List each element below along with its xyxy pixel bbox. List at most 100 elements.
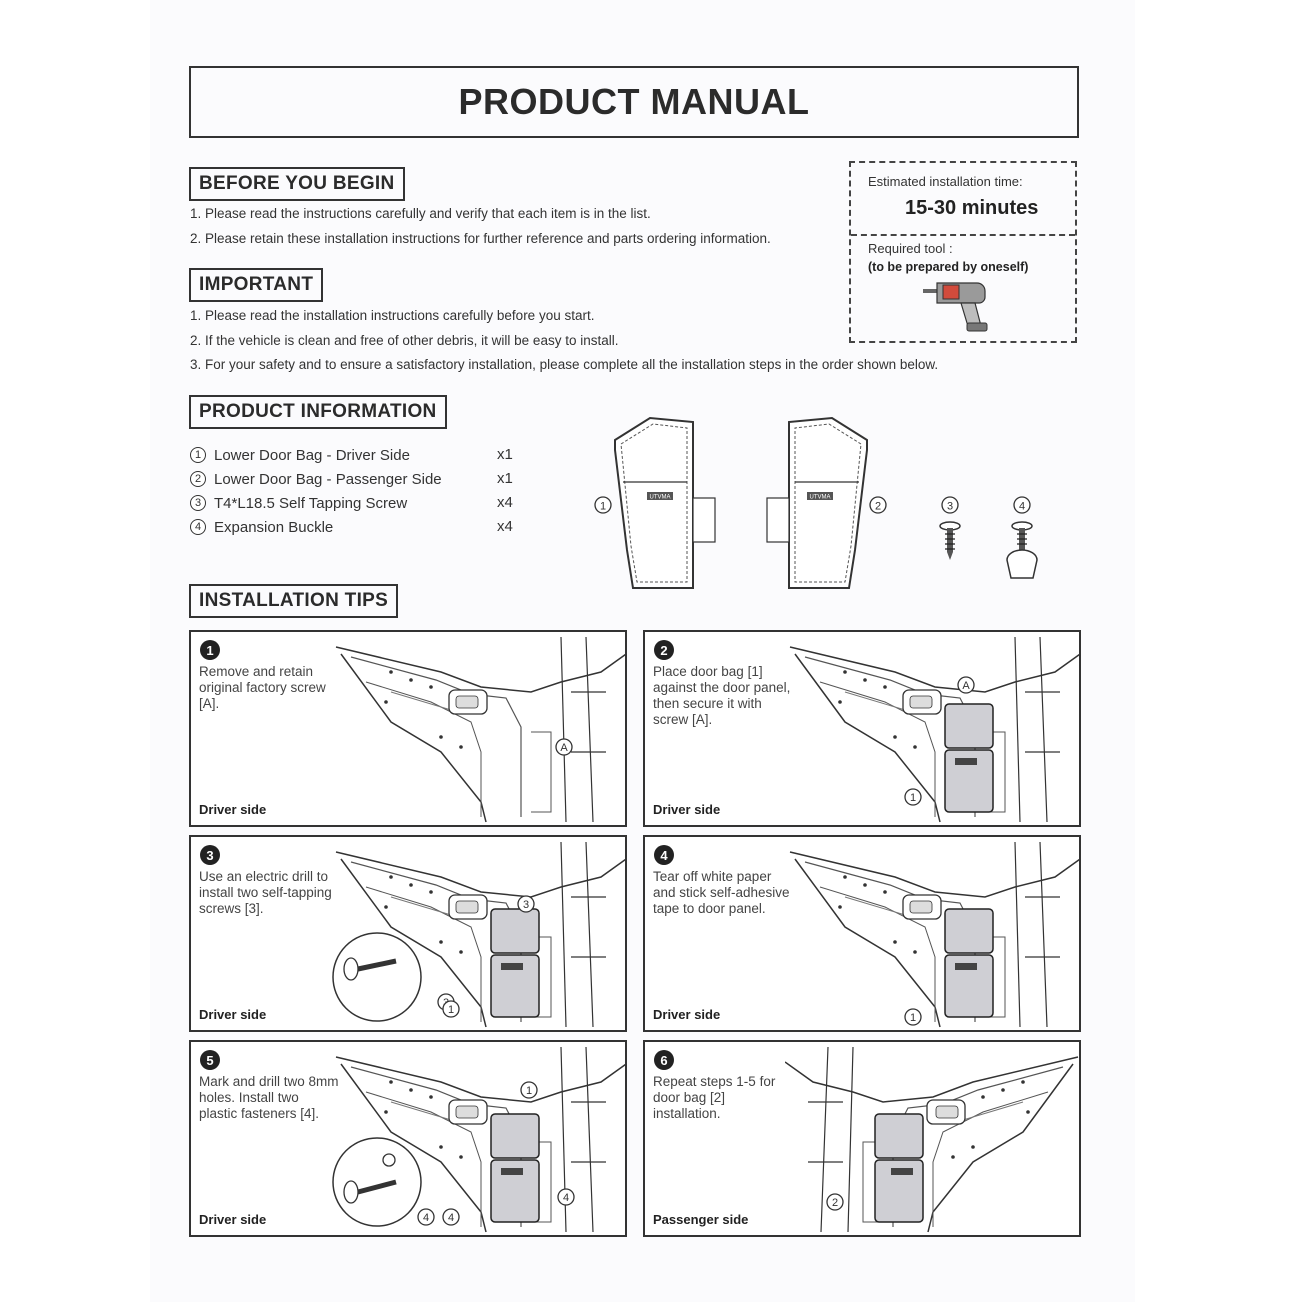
svg-text:3: 3 xyxy=(523,899,529,911)
callout-4: 4 xyxy=(557,1188,575,1206)
part-row-1: 1 Lower Door Bag - Driver Side xyxy=(190,444,410,466)
time-value: 15-30 minutes xyxy=(905,197,1039,219)
before-you-begin-heading: BEFORE YOU BEGIN xyxy=(189,167,405,201)
important-item-2: 2. If the vehicle is clean and free of o… xyxy=(190,333,619,348)
svg-text:1: 1 xyxy=(600,501,606,513)
step-number-badge: 1 xyxy=(200,640,220,660)
step-number-badge: 2 xyxy=(654,640,674,660)
step-panel-3: 3313Use an electric drill to install two… xyxy=(189,835,627,1032)
step-side-label: Driver side xyxy=(653,1007,721,1022)
important-heading: IMPORTANT xyxy=(189,268,324,302)
part-row-2: 2 Lower Door Bag - Passenger Side xyxy=(190,468,442,490)
svg-text:2: 2 xyxy=(832,1197,838,1209)
svg-text:1: 1 xyxy=(910,1012,916,1024)
callout-4: 4 xyxy=(417,1208,435,1226)
divider xyxy=(851,234,1075,236)
installation-time-box: Estimated installation time: 15-30 minut… xyxy=(849,161,1077,343)
important-item-1: 1. Please read the installation instruct… xyxy=(190,308,595,323)
door-bag-passenger-icon: UTVMA xyxy=(766,416,868,589)
step-description: Tear off white paper and stick self-adhe… xyxy=(653,869,790,916)
door-bag-driver-icon: UTVMA xyxy=(614,416,716,589)
step-side-label: Driver side xyxy=(653,802,721,817)
svg-text:1: 1 xyxy=(526,1085,532,1097)
step-description: Repeat steps 1-5 for door bag [2] instal… xyxy=(653,1074,776,1121)
tool-label: Required tool : xyxy=(868,241,953,256)
part-qty: x1 xyxy=(497,470,513,487)
part-row-4: 4 Expansion Buckle xyxy=(190,516,333,538)
step-side-label: Passenger side xyxy=(653,1212,749,1227)
part-number: 4 xyxy=(190,519,206,535)
parts-diagram: UTVMA 1 UTVMA 2 3 4 xyxy=(594,416,1038,589)
diagram-callout-4: 4 xyxy=(1013,496,1031,514)
part-number: 2 xyxy=(190,471,206,487)
svg-text:1: 1 xyxy=(910,792,916,804)
step-number-badge: 5 xyxy=(200,1050,220,1070)
step-description: Mark and drill two 8mm holes. Install tw… xyxy=(199,1074,339,1121)
step-side-label: Driver side xyxy=(199,1212,267,1227)
callout-a: A xyxy=(555,738,573,756)
step-description: Remove and retain original factory screw… xyxy=(199,664,326,711)
step-illustration: A1 xyxy=(789,636,1079,823)
part-name: Lower Door Bag - Driver Side xyxy=(214,446,410,464)
step-number-badge: 3 xyxy=(200,845,220,865)
callout-2: 2 xyxy=(826,1193,844,1211)
part-name: Expansion Buckle xyxy=(214,518,334,536)
step-illustration: A xyxy=(335,636,625,823)
callout-1: 1 xyxy=(520,1081,538,1099)
title-box: PRODUCT MANUAL xyxy=(189,66,1079,138)
part-qty: x4 xyxy=(497,494,513,511)
time-label: Estimated installation time: xyxy=(868,174,1023,189)
svg-text:UTVMA: UTVMA xyxy=(650,495,671,501)
part-name: T4*L18.5 Self Tapping Screw xyxy=(214,494,408,512)
part-name: Lower Door Bag - Passenger Side xyxy=(214,470,442,488)
step-number-badge: 6 xyxy=(654,1050,674,1070)
step-illustration: 1 xyxy=(789,841,1079,1028)
step-illustration: 1 4 4 4 xyxy=(332,1046,625,1233)
callout-1: 1 xyxy=(904,788,922,806)
svg-text:4: 4 xyxy=(423,1212,429,1224)
callout-a: A xyxy=(957,676,975,694)
tool-note: (to be prepared by oneself) xyxy=(868,260,1029,274)
electric-drill-icon xyxy=(923,282,988,332)
step-side-label: Driver side xyxy=(199,1007,267,1022)
callout-1: 1 xyxy=(442,1000,460,1018)
expansion-buckle-icon xyxy=(1006,521,1038,579)
step-side-label: Driver side xyxy=(199,802,267,817)
svg-text:4: 4 xyxy=(563,1192,569,1204)
page-title: PRODUCT MANUAL xyxy=(458,81,810,122)
diagram-callout-3: 3 xyxy=(941,496,959,514)
svg-text:4: 4 xyxy=(1019,501,1025,513)
detail-zoom-icon xyxy=(332,1137,422,1227)
part-number: 1 xyxy=(190,447,206,463)
step-description: Use an electric drill to install two sel… xyxy=(199,869,332,916)
callout-1: 1 xyxy=(904,1008,922,1026)
before-item-1: 1. Please read the instructions carefull… xyxy=(190,206,651,221)
callout-4: 4 xyxy=(442,1208,460,1226)
svg-text:A: A xyxy=(962,680,970,692)
installation-tips-heading: INSTALLATION TIPS xyxy=(189,584,399,618)
part-row-3: 3 T4*L18.5 Self Tapping Screw xyxy=(190,492,407,514)
svg-text:3: 3 xyxy=(947,501,953,513)
detail-zoom-icon xyxy=(332,932,422,1022)
svg-text:UTVMA: UTVMA xyxy=(810,495,831,501)
important-item-3: 3. For your safety and to ensure a satis… xyxy=(190,357,939,372)
svg-text:1: 1 xyxy=(448,1004,454,1016)
part-qty: x4 xyxy=(497,518,513,535)
diagram-callout-2: 2 xyxy=(869,496,887,514)
part-number: 3 xyxy=(190,495,206,511)
svg-text:4: 4 xyxy=(448,1212,454,1224)
step-number-badge: 4 xyxy=(654,845,674,865)
step-illustration: 331 xyxy=(332,841,625,1028)
self-tapping-screw-icon xyxy=(939,521,961,560)
part-qty: x1 xyxy=(497,446,513,463)
callout-3: 3 xyxy=(517,895,535,913)
svg-text:A: A xyxy=(560,742,568,754)
svg-text:2: 2 xyxy=(875,501,881,513)
product-information-heading: PRODUCT INFORMATION xyxy=(189,395,447,429)
step-illustration: 2 xyxy=(785,1046,1079,1233)
